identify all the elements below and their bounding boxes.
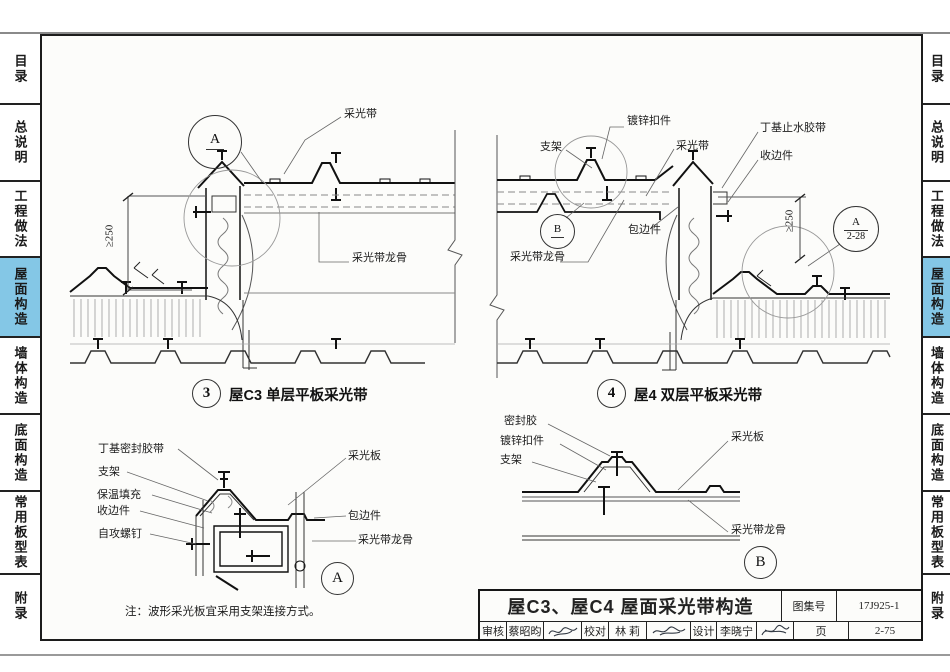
note-text: 注：波形采光板宜采用支架连接方式。 [125, 606, 321, 618]
label-skylight-keel: 采光带龙骨 [731, 524, 786, 536]
caption-detail-3: 屋C3 单层平板采光带 [229, 388, 368, 404]
page-label: 页 [793, 622, 848, 639]
label-bracket: 支架 [540, 141, 562, 153]
scan-edge-top [0, 32, 950, 34]
dimension-min-250: ≥250 [103, 224, 116, 248]
caption-number-4: 4 [597, 379, 626, 408]
designer-name: 李晓宁 [716, 622, 756, 639]
drawing-frame [40, 34, 923, 641]
label-skylight-band: 采光带 [344, 108, 377, 120]
sidebar-tab-engineering-practice[interactable]: 工程做法 [0, 182, 40, 258]
reviewer-name: 蔡昭昀 [506, 622, 543, 639]
label-edge-trim: 收边件 [760, 150, 793, 162]
sheet-title: 屋C3、屋C4 屋面采光带构造 [507, 597, 754, 617]
sidebar-tab-wall-construction[interactable]: 墙体构造 [923, 338, 950, 415]
label-galvanized-clip: 镀锌扣件 [627, 115, 671, 127]
label-skylight-panel: 采光板 [348, 450, 381, 462]
sidebar-right: 目录 总说明 工程做法 屋面构造 墙体构造 底面构造 常用板型表 附录 [923, 34, 950, 637]
sidebar-tab-appendix[interactable]: 附录 [929, 591, 944, 621]
proofreader-signature [646, 622, 690, 639]
page-number: 2-75 [848, 622, 921, 639]
caption-number-3: 3 [192, 379, 221, 408]
designer-role: 设计 [690, 622, 716, 639]
sidebar-tab-contents[interactable]: 目录 [0, 34, 40, 105]
sidebar-left: 目录 总说明 工程做法 屋面构造 墙体构造 底面构造 常用板型表 附录 [0, 34, 40, 637]
sidebar-tab-appendix[interactable]: 附录 [12, 591, 28, 621]
sidebar-tab-contents[interactable]: 目录 [923, 34, 950, 105]
sidebar-tab-panel-type-table[interactable]: 常用板型表 [923, 492, 950, 575]
sidebar-tab-panel-type-table[interactable]: 常用板型表 [0, 492, 40, 575]
detail-bubble-b: B [744, 546, 777, 579]
atlas-number: 17J925-1 [836, 591, 921, 621]
reviewer-signature [543, 622, 581, 639]
sidebar-tab-wall-construction[interactable]: 墙体构造 [0, 338, 40, 415]
label-skylight-panel: 采光板 [731, 431, 764, 443]
detail-bubble-a-2-28: A 2-28 [833, 206, 879, 252]
label-edge-trim: 收边件 [97, 505, 130, 517]
scan-edge-bottom [0, 654, 950, 656]
title-block: 屋C3、屋C4 屋面采光带构造 图集号 17J925-1 审核 蔡昭昀 校对 林… [478, 589, 923, 641]
atlas-number-label: 图集号 [781, 591, 836, 621]
label-skylight-band: 采光带 [676, 140, 709, 152]
detail-bubble-a: A [321, 562, 354, 595]
sidebar-tab-general-notes[interactable]: 总说明 [923, 105, 950, 182]
label-self-tapping-screw: 自攻螺钉 [98, 528, 142, 540]
label-butyl-waterstop-tape: 丁基止水胶带 [760, 122, 826, 134]
sidebar-tab-roof-construction[interactable]: 屋面构造 [0, 258, 40, 338]
label-skylight-keel: 采光带龙骨 [510, 251, 565, 263]
sidebar-tab-soffit-construction[interactable]: 底面构造 [0, 415, 40, 492]
label-sealant: 密封胶 [504, 415, 537, 427]
sidebar-tab-general-notes[interactable]: 总说明 [0, 105, 40, 182]
caption-detail-4: 屋4 双层平板采光带 [634, 388, 763, 404]
label-skylight-keel: 采光带龙骨 [352, 252, 407, 264]
designer-signature [756, 622, 793, 639]
label-galvanized-clip: 镀锌扣件 [500, 435, 544, 447]
label-skylight-keel: 采光带龙骨 [358, 534, 413, 546]
dimension-min-250: ≥250 [783, 209, 796, 233]
detail-bubble-a: A [188, 115, 242, 169]
sidebar-tab-engineering-practice[interactable]: 工程做法 [923, 182, 950, 258]
reviewer-role: 审核 [482, 625, 504, 638]
sidebar-tab-roof-construction[interactable]: 屋面构造 [923, 258, 950, 338]
proofreader-role: 校对 [581, 622, 608, 639]
proofreader-name: 林 莉 [608, 622, 646, 639]
label-bracket: 支架 [98, 466, 120, 478]
label-edge-wrap: 包边件 [628, 224, 661, 236]
label-insulation-fill: 保温填充 [97, 489, 141, 501]
label-edge-wrap: 包边件 [348, 510, 381, 522]
sidebar-tab-soffit-construction[interactable]: 底面构造 [923, 415, 950, 492]
label-bracket: 支架 [500, 454, 522, 466]
label-butyl-sealing-tape: 丁基密封胶带 [98, 443, 164, 455]
detail-bubble-b: B [540, 214, 575, 249]
